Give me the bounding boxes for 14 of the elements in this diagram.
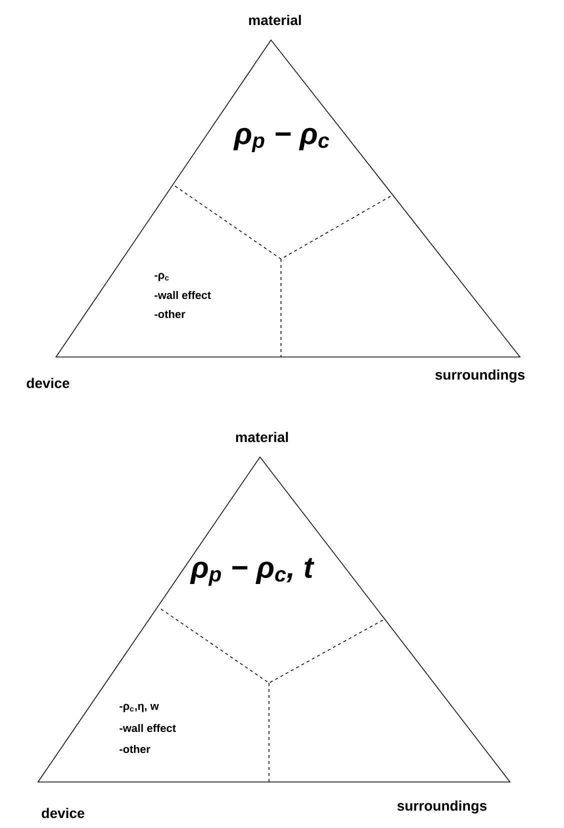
list-item: -other — [120, 744, 150, 754]
vertex-label: device — [26, 378, 70, 388]
formula: ρ$_{p}$ − ρ$_{c}$, t — [190, 558, 314, 586]
formula: ρ$_{p}$ − ρ$_{c}$ — [233, 128, 330, 152]
vertex-label: material — [249, 14, 301, 26]
vertex-label: device — [42, 808, 84, 818]
list-item: -wall effect — [120, 724, 176, 732]
list-item: -wall effect — [154, 290, 211, 300]
list-item: -other — [154, 310, 186, 318]
list-item: -ρ$_{c}$ — [154, 272, 169, 282]
vertex-label: surroundings — [435, 369, 525, 383]
list-item: -ρ$_{c}$,η, w — [120, 704, 159, 712]
vertex-label: surroundings — [397, 800, 487, 814]
vertex-label: material — [236, 432, 288, 442]
